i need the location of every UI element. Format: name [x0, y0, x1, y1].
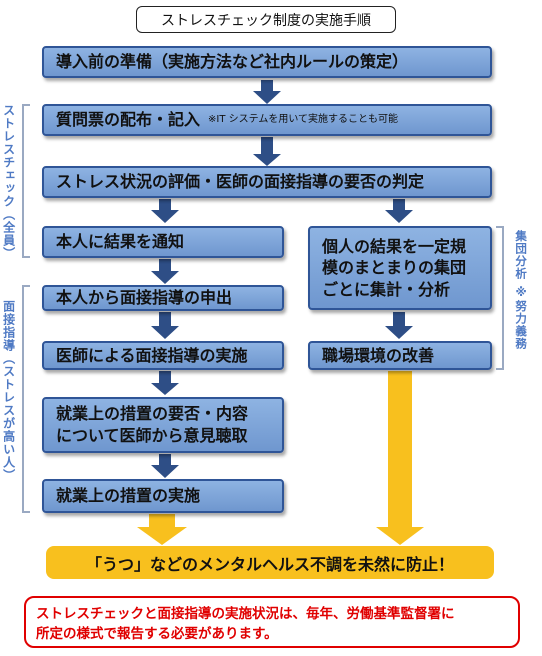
arrow-down-icon [151, 199, 179, 223]
step-opinion-line1: 就業上の措置の要否・内容 [56, 404, 249, 424]
step-workplace-improvement: 職場環境の改善 [308, 341, 492, 370]
step-notify: 本人に結果を通知 [42, 226, 284, 258]
arrow-down-icon [151, 454, 179, 478]
step-opinion: 就業上の措置の要否・内容 について医師から意見聴取 [42, 397, 284, 453]
step-opinion-line2: について医師から意見聴取 [56, 426, 248, 445]
step-evaluation: ストレス状況の評価・医師の面接指導の要否の判定 [42, 166, 492, 198]
interview-bracket [22, 285, 30, 513]
step-measures: 就業上の措置の実施 [42, 479, 284, 513]
outcome-banner: 「うつ」などのメンタルヘルス不調を未然に防止！ [46, 546, 494, 579]
reporting-notice-line2: 所定の様式で報告する必要があります。 [36, 625, 278, 642]
arrow-down-icon [253, 80, 281, 104]
arrow-down-icon [385, 312, 413, 339]
interview-label: 面接指導（ストレスが高い人） [1, 300, 16, 482]
arrow-down-icon [151, 371, 179, 395]
page-title: ストレスチェック制度の実施手順 [136, 6, 396, 33]
step-questionnaire: 質問票の配布・記入 ※IT システムを用いて実施することも可能 [42, 104, 492, 136]
arrow-down-icon [376, 371, 424, 545]
stress-check-label: ストレスチェック（全員） [1, 104, 16, 260]
step-request: 本人から面接指導の申出 [42, 285, 284, 311]
step-preparation: 導入前の準備（実施方法など社内ルールの策定） [42, 46, 492, 78]
step-group-line2: 模のまとまりの集団 [322, 258, 467, 278]
step-group-line1: 個人の結果を一定規 [322, 236, 467, 256]
arrow-down-icon [151, 312, 179, 339]
arrow-down-icon [385, 199, 413, 223]
step-group-analysis: 個人の結果を一定規 模のまとまりの集団 ごとに集計・分析 [308, 226, 492, 310]
step-questionnaire-note: ※IT システムを用いて実施することも可能 [208, 114, 399, 126]
arrow-down-icon [151, 259, 179, 284]
step-group-line3: ごとに集計・分析 [322, 279, 451, 299]
group-analysis-bracket [496, 226, 504, 370]
step-interview: 医師による面接指導の実施 [42, 341, 284, 370]
stress-check-bracket [22, 104, 30, 258]
step-questionnaire-label: 質問票の配布・記入 [56, 110, 201, 130]
arrow-down-icon [253, 137, 281, 166]
reporting-notice: ストレスチェックと面接指導の実施状況は、毎年、労働基準監督署に 所定の様式で報告… [24, 596, 520, 648]
reporting-notice-line1: ストレスチェックと面接指導の実施状況は、毎年、労働基準監督署に [36, 606, 455, 622]
arrow-down-icon [137, 514, 187, 545]
group-analysis-label: 集団分析 ※努力義務 [514, 230, 529, 351]
